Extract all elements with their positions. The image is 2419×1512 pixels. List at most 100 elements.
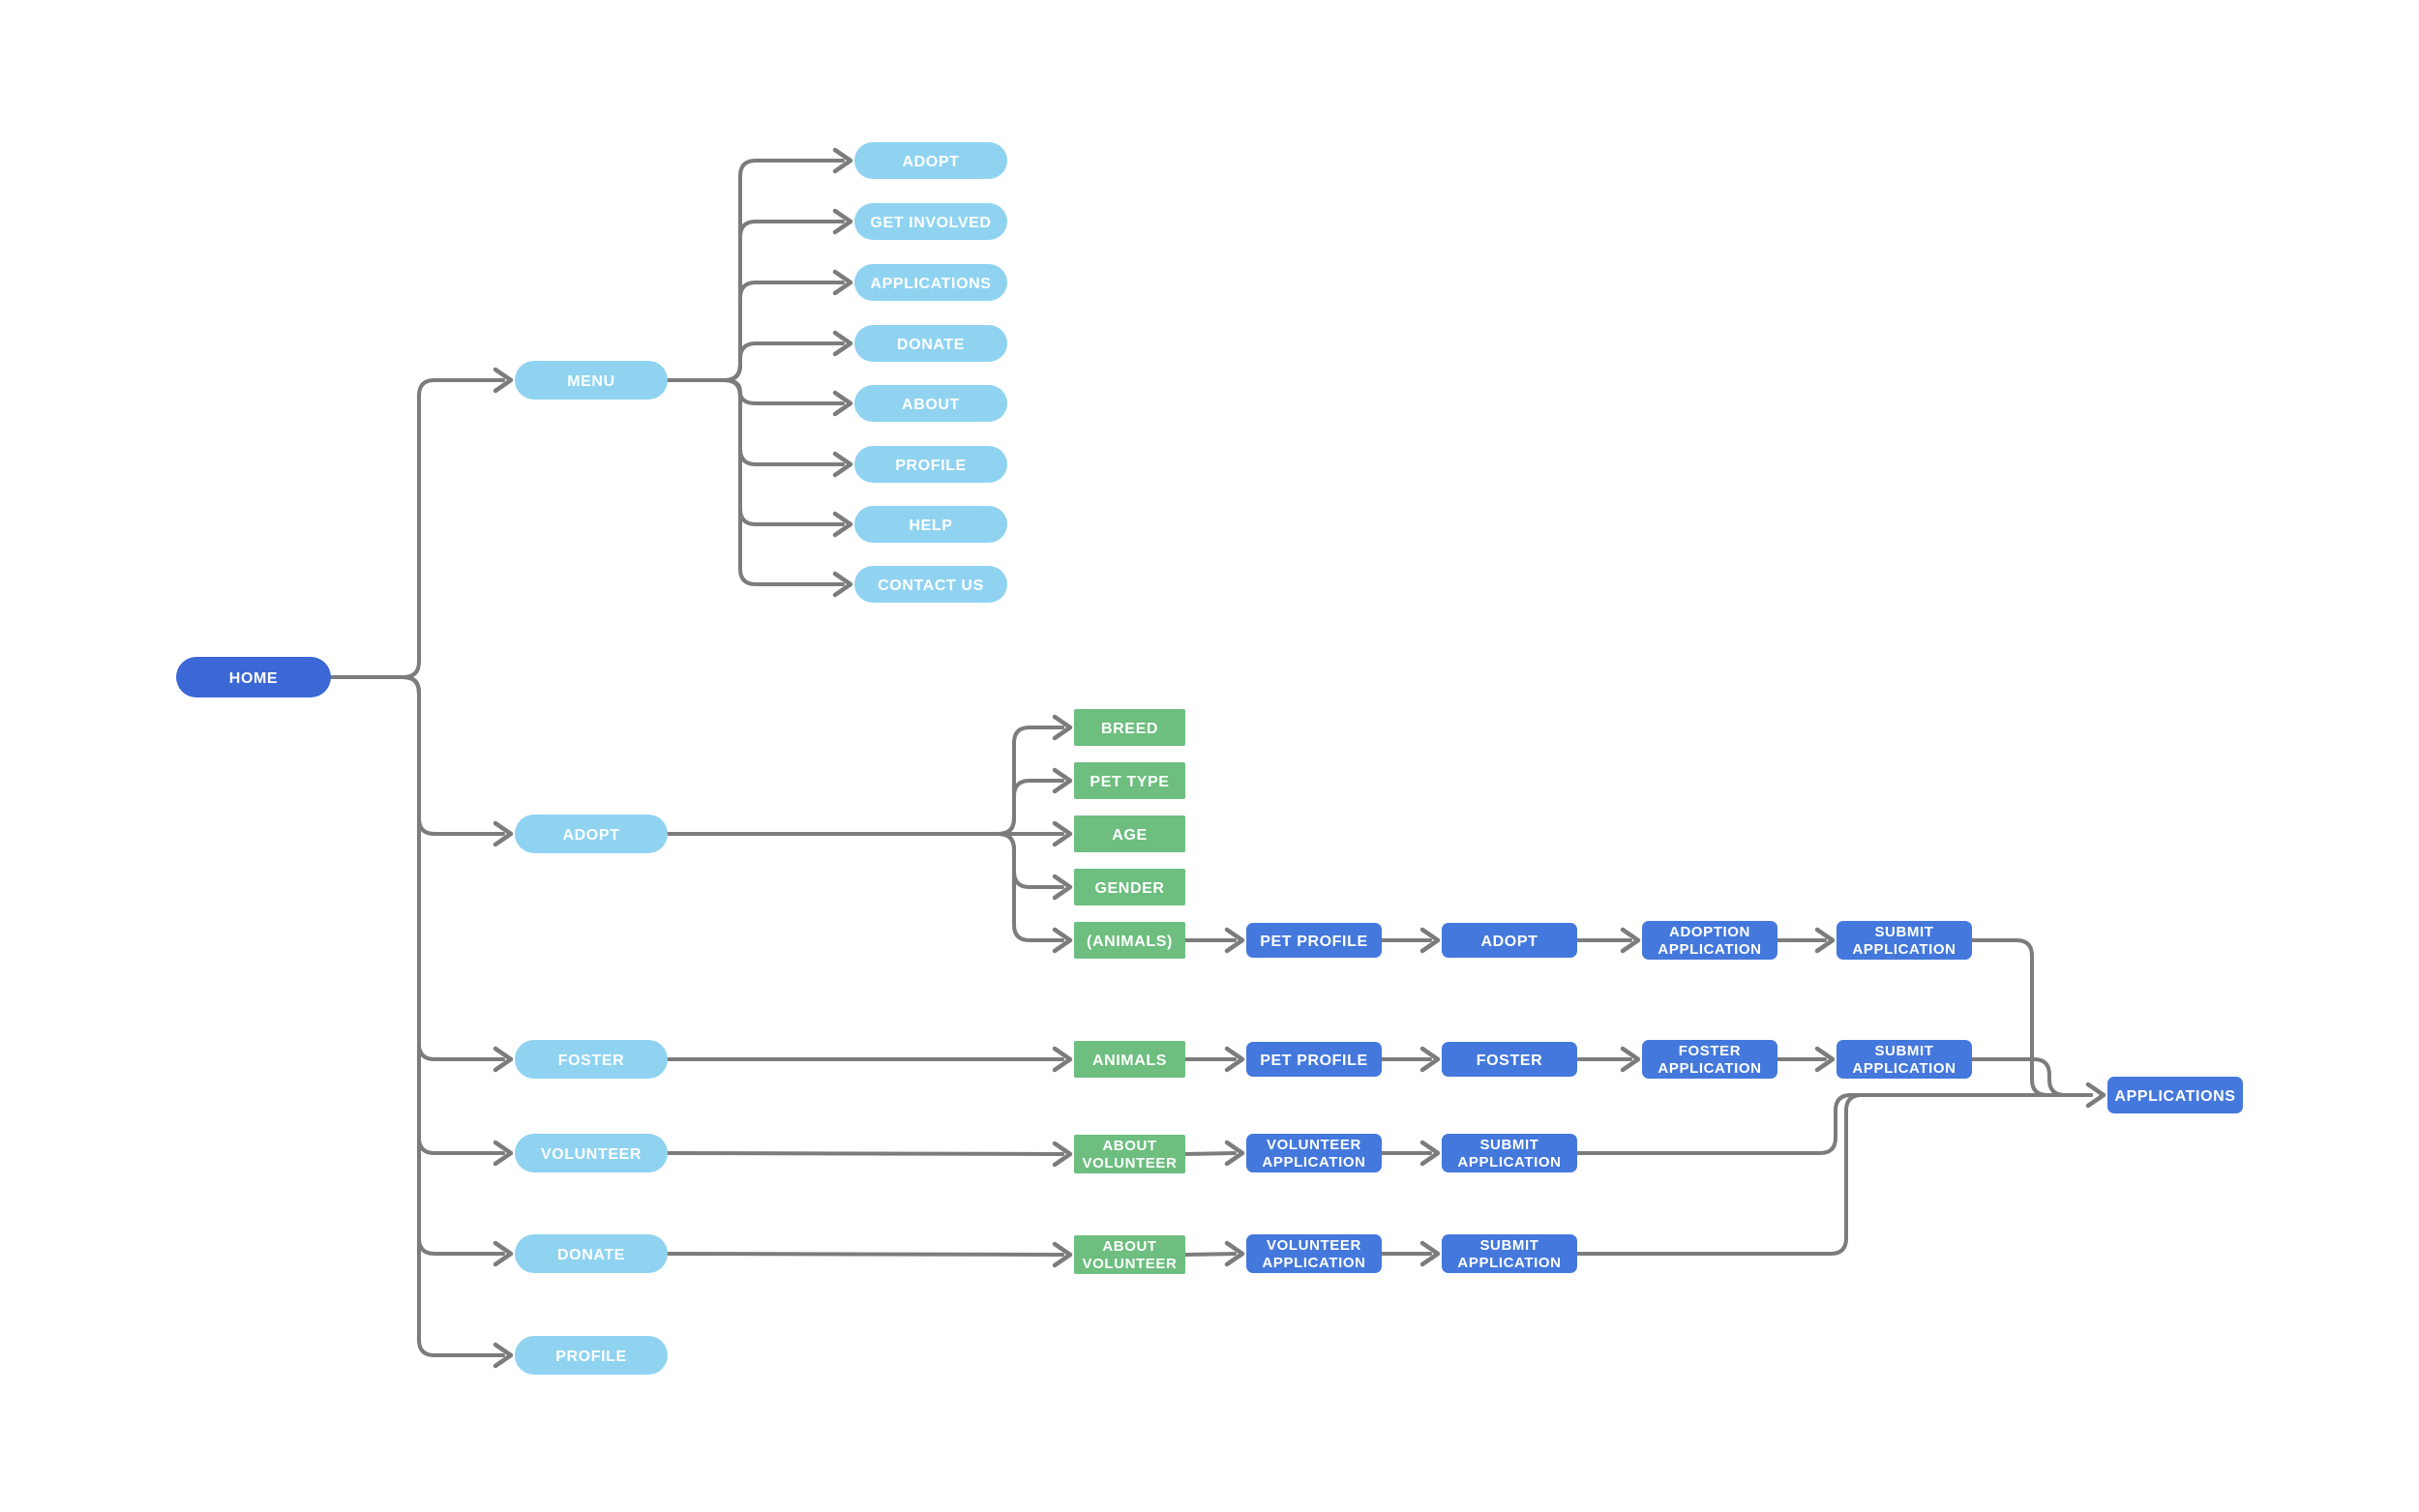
arrowhead-icon <box>832 390 853 417</box>
node-m_about: ABOUT <box>854 385 1007 422</box>
node-shape-submit4 <box>1442 1234 1577 1273</box>
node-label-animals_list: (ANIMALS) <box>1087 934 1173 950</box>
node-label-pet_profile1: PET PROFILE <box>1260 934 1368 950</box>
node-label-pet_profile2: PET PROFILE <box>1260 1052 1368 1069</box>
node-shape-age <box>1074 815 1185 852</box>
edge-connector <box>1575 1093 2093 1155</box>
node-shape-home <box>176 657 331 697</box>
node-shape-foster <box>515 1040 668 1079</box>
node-shape-about_vol2 <box>1074 1235 1185 1274</box>
node-m_adopt: ADOPT <box>854 142 1007 179</box>
edges-layer <box>329 147 2106 1369</box>
node-label-m_adopt: ADOPT <box>903 154 960 170</box>
node-label-volunteer: VOLUNTEER <box>541 1146 642 1163</box>
arrowhead-icon <box>1224 927 1245 954</box>
node-applications_page: APPLICATIONS <box>2107 1077 2243 1113</box>
arrowhead-icon <box>1419 1240 1441 1267</box>
arrowhead-icon <box>1052 767 1073 794</box>
arrowhead-icon <box>832 330 853 357</box>
node-label-adopt_btn: ADOPT <box>1481 934 1538 950</box>
node-label-m_contact: CONTACT US <box>878 578 984 594</box>
node-m_help: HELP <box>854 506 1007 543</box>
edge-connector <box>666 378 845 466</box>
node-m_applications: APPLICATIONS <box>854 264 1007 301</box>
arrowhead-icon <box>2085 1082 2106 1109</box>
node-shape-animals_list <box>1074 922 1185 959</box>
node-m_get_involved: GET INVOLVED <box>854 203 1007 240</box>
node-label-pet_type: PET TYPE <box>1090 774 1169 790</box>
arrowhead-icon <box>832 208 853 235</box>
arrowhead-icon <box>1052 874 1073 901</box>
node-shape-submit1 <box>1837 921 1972 960</box>
node-shape-foster_app <box>1642 1040 1777 1079</box>
edge-connector <box>329 378 505 679</box>
arrowhead-icon <box>1224 1240 1245 1267</box>
edge-connector <box>666 378 845 405</box>
node-shape-m_applications <box>854 264 1007 301</box>
arrowhead-icon <box>1419 927 1441 954</box>
arrowhead-icon <box>1052 1046 1073 1073</box>
arrowhead-icon <box>493 1342 514 1369</box>
edge-connector <box>666 378 845 586</box>
arrowhead-icon <box>1419 1140 1441 1167</box>
node-shape-m_adopt <box>854 142 1007 179</box>
node-label-foster: FOSTER <box>558 1052 625 1069</box>
edge-connector <box>666 832 1064 942</box>
node-shape-pet_profile2 <box>1246 1042 1382 1077</box>
node-volunteer: VOLUNTEER <box>515 1134 668 1172</box>
arrowhead-icon <box>1052 927 1073 954</box>
node-pet_type: PET TYPE <box>1074 762 1185 799</box>
edge-connector <box>666 220 845 382</box>
node-label-m_donate: DONATE <box>897 337 965 353</box>
arrowhead-icon <box>493 820 514 847</box>
node-label-adopt: ADOPT <box>563 827 620 844</box>
node-shape-m_about <box>854 385 1007 422</box>
edge-connector <box>666 832 1064 889</box>
node-shape-menu <box>515 361 668 400</box>
arrowhead-icon <box>1620 927 1641 954</box>
edge-connector <box>666 1252 1064 1257</box>
node-menu: MENU <box>515 361 668 400</box>
node-label-home: HOME <box>229 670 278 687</box>
node-adopt_btn: ADOPT <box>1442 923 1577 958</box>
arrowhead-icon <box>493 367 514 394</box>
node-shape-pet_profile1 <box>1246 923 1382 958</box>
arrowhead-icon <box>1814 1046 1836 1073</box>
node-shape-m_contact <box>854 566 1007 603</box>
arrowhead-icon <box>1620 1046 1641 1073</box>
arrowhead-icon <box>493 1140 514 1167</box>
node-shape-submit3 <box>1442 1134 1577 1172</box>
arrowhead-icon <box>1419 1046 1441 1073</box>
node-label-m_get_involved: GET INVOLVED <box>870 215 991 231</box>
edge-connector <box>666 159 845 382</box>
nodes-layer: HOME MENU ADOPT FOSTER VOLUNTEER DONATE PROFIL… <box>176 142 2243 1375</box>
node-pet_profile2: PET PROFILE <box>1246 1042 1382 1077</box>
node-label-foster_btn: FOSTER <box>1477 1052 1543 1069</box>
node-label-m_profile: PROFILE <box>895 458 967 474</box>
arrowhead-icon <box>832 147 853 174</box>
node-breed: BREED <box>1074 709 1185 746</box>
node-label-menu: MENU <box>567 373 615 390</box>
node-shape-adopt <box>515 815 668 853</box>
node-label-m_about: ABOUT <box>902 397 960 413</box>
node-shape-breed <box>1074 709 1185 746</box>
node-shape-adopt_btn <box>1442 923 1577 958</box>
arrowhead-icon <box>832 511 853 538</box>
edge-connector <box>1970 938 2093 1097</box>
arrowhead-icon <box>1052 1141 1073 1168</box>
node-donate: DONATE <box>515 1234 668 1273</box>
